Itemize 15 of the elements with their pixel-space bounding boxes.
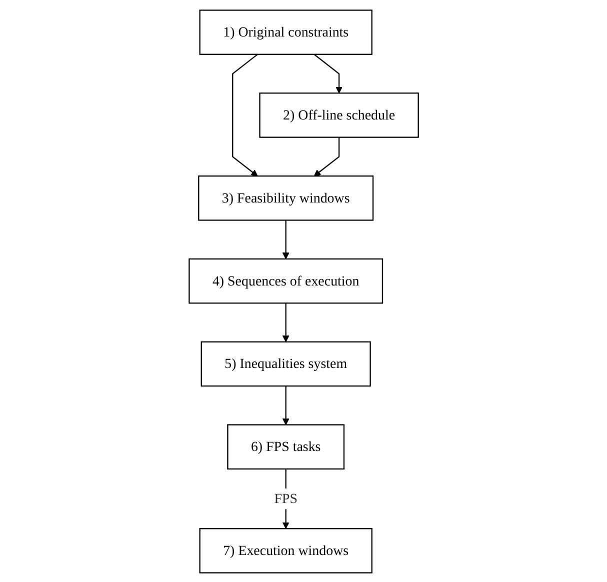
edge-label: FPS: [274, 490, 298, 506]
node-box: 7) Execution windows: [198, 528, 372, 573]
node-box: 4) Sequences of execution: [188, 258, 383, 304]
arrow: [282, 386, 289, 425]
node-box: 1) Original constraints: [199, 9, 372, 54]
node-box: 5) Inequalities system: [200, 340, 371, 386]
node-box: 3) Feasibility windows: [198, 174, 374, 220]
node-box: 2) Off-line schedule: [258, 92, 419, 138]
arrow: [314, 136, 340, 176]
arrow: [282, 468, 289, 528]
arrow: [232, 53, 258, 176]
arrow: [282, 302, 289, 342]
node-box: 6) FPS tasks: [226, 424, 344, 470]
arrow: [282, 220, 289, 259]
arrow: [314, 53, 342, 93]
